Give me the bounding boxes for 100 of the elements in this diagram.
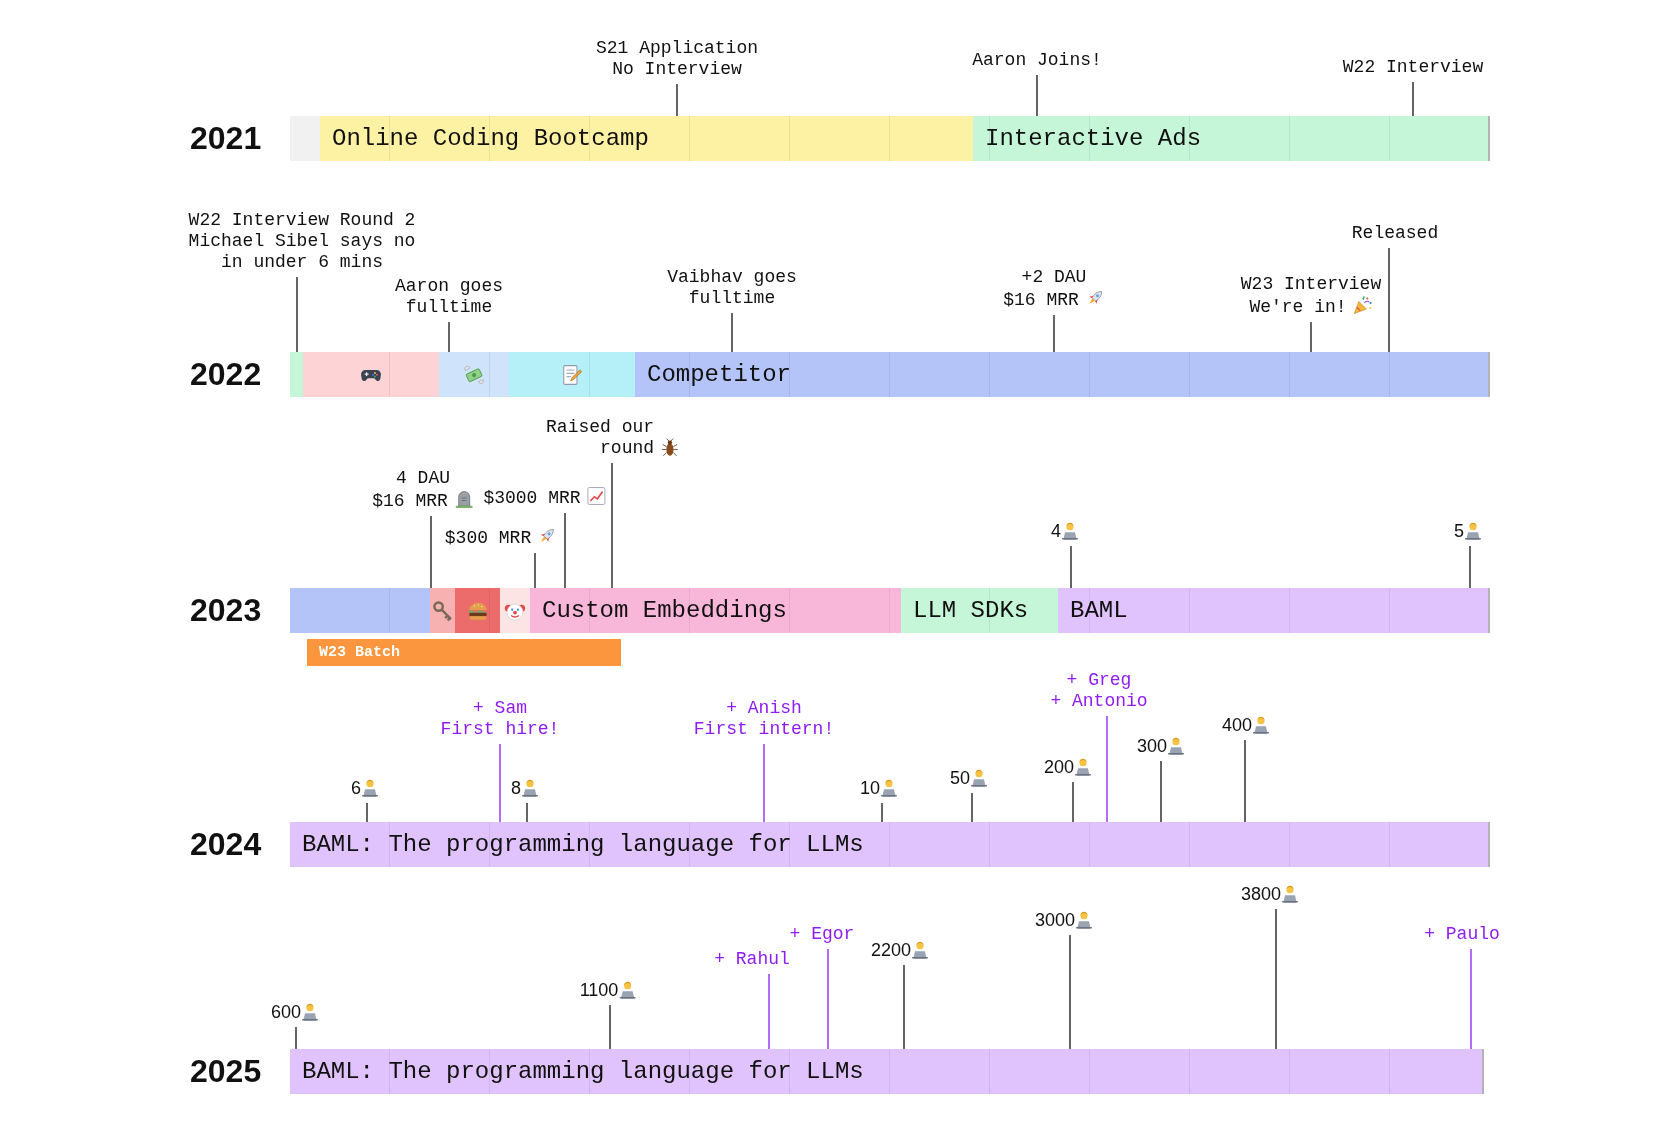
leader-line [366,802,368,823]
timeline-segment [430,588,455,633]
timeline-segment [439,352,509,397]
user-count: 3800 [1241,884,1281,904]
leader-line [534,552,536,589]
timeline-segment [1058,588,1490,633]
leader-line [609,1004,611,1050]
milestone-note: Released [1351,223,1439,243]
user-count: 8 [511,778,521,798]
user-count: 200 [1044,757,1074,777]
leader-line [295,1026,297,1050]
leader-line [1470,948,1472,1050]
team-note: + Antonio [1050,691,1148,711]
user-count: 3000 [1035,910,1075,930]
segment-label: Custom Embeddings [542,595,787,626]
segment-label: Interactive Ads [985,123,1202,154]
user-count: 50 [950,768,970,788]
leader-line [296,276,298,353]
segment-label: LLM SDKs [913,595,1029,626]
batch-label: W23 Batch [319,642,400,663]
timeline-segment [290,1049,1484,1094]
timeline-segment [530,588,901,633]
leader-line [1069,934,1071,1050]
milestone-note: Raised our round [545,417,655,459]
leader-line [1160,760,1162,823]
user-count: 1100 [579,980,619,1000]
leader-line [430,515,432,589]
milestone-note: We're in! [1249,297,1347,317]
team-note: + Rahul [714,949,790,969]
leader-line [827,948,829,1050]
timeline-segment [509,352,635,397]
milestone-note: $3000 MRR [483,488,581,508]
milestone-note: Aaron Joins! [972,50,1102,70]
leader-line [676,83,678,117]
timeline-segment [901,588,1058,633]
timeline-segment [455,588,500,633]
year-label: 2021 [190,119,262,158]
year-label: 2022 [190,355,262,394]
timeline-segment [973,116,1490,161]
segment-label: BAML: The programming language for LLMs [302,829,864,860]
leader-line [1053,314,1055,353]
timeline-segment [290,116,320,161]
leader-line [971,792,973,823]
user-count: 5 [1454,521,1464,541]
team-note: First hire! [440,719,560,739]
year-label: 2025 [190,1052,262,1091]
leader-line [1106,715,1108,823]
leader-line [564,512,566,589]
team-note: + Greg [1066,670,1132,690]
milestone-note: W23 Interview [1240,274,1382,294]
team-note: + Anish [726,698,802,718]
leader-line [1412,81,1414,117]
timeline-segment [303,352,439,397]
team-note: + Egor [789,924,855,944]
leader-line [881,802,883,823]
year-label: 2023 [190,591,262,630]
year-label: 2024 [190,825,262,864]
timeline-segment [320,116,973,161]
milestone-note: $16 MRR [1003,290,1079,310]
leader-line [1310,321,1312,353]
leader-line [448,321,450,353]
segment-label: Online Coding Bootcamp [332,123,649,154]
milestone-note: +2 DAU [1021,267,1087,287]
milestone-note: Michael Sibel says no in under 6 mins [188,231,416,272]
leader-line [903,964,905,1050]
milestone-note: No Interview [612,59,742,79]
milestone-note: Aaron goes fulltime [395,276,503,317]
leader-line [499,743,501,823]
leader-line [1036,74,1038,117]
user-count: 4 [1051,521,1061,541]
timeline-segment [290,352,303,397]
user-count: 400 [1222,715,1252,735]
leader-line [1244,739,1246,823]
leader-line [611,462,613,589]
batch-bar [307,639,621,666]
user-count: 600 [271,1002,301,1022]
timeline-segment [290,588,430,633]
user-count: 6 [351,778,361,798]
leader-line [526,802,528,823]
leader-line [763,743,765,823]
leader-line [1072,781,1074,823]
milestone-note: 4 DAU [396,468,450,488]
segment-label: BAML [1070,595,1128,626]
team-note: First intern! [693,719,835,739]
leader-line [768,973,770,1050]
milestone-note: $300 MRR [444,528,532,548]
timeline-segment [290,822,1490,867]
leader-line [731,312,733,353]
milestone-note: S21 Application [596,38,758,58]
user-count: 300 [1137,736,1167,756]
segment-label: Competitor [647,359,792,390]
leader-line [1070,545,1072,589]
milestone-note: W22 Interview [1342,57,1484,77]
user-count: 10 [860,778,880,798]
milestone-note: Vaibhav goes fulltime [667,267,797,308]
segment-label: BAML: The programming language for LLMs [302,1056,864,1087]
leader-line [1388,247,1390,353]
team-note: + Paulo [1424,924,1500,944]
milestone-note: W22 Interview Round 2 [188,210,416,230]
timeline-segment [500,588,530,633]
